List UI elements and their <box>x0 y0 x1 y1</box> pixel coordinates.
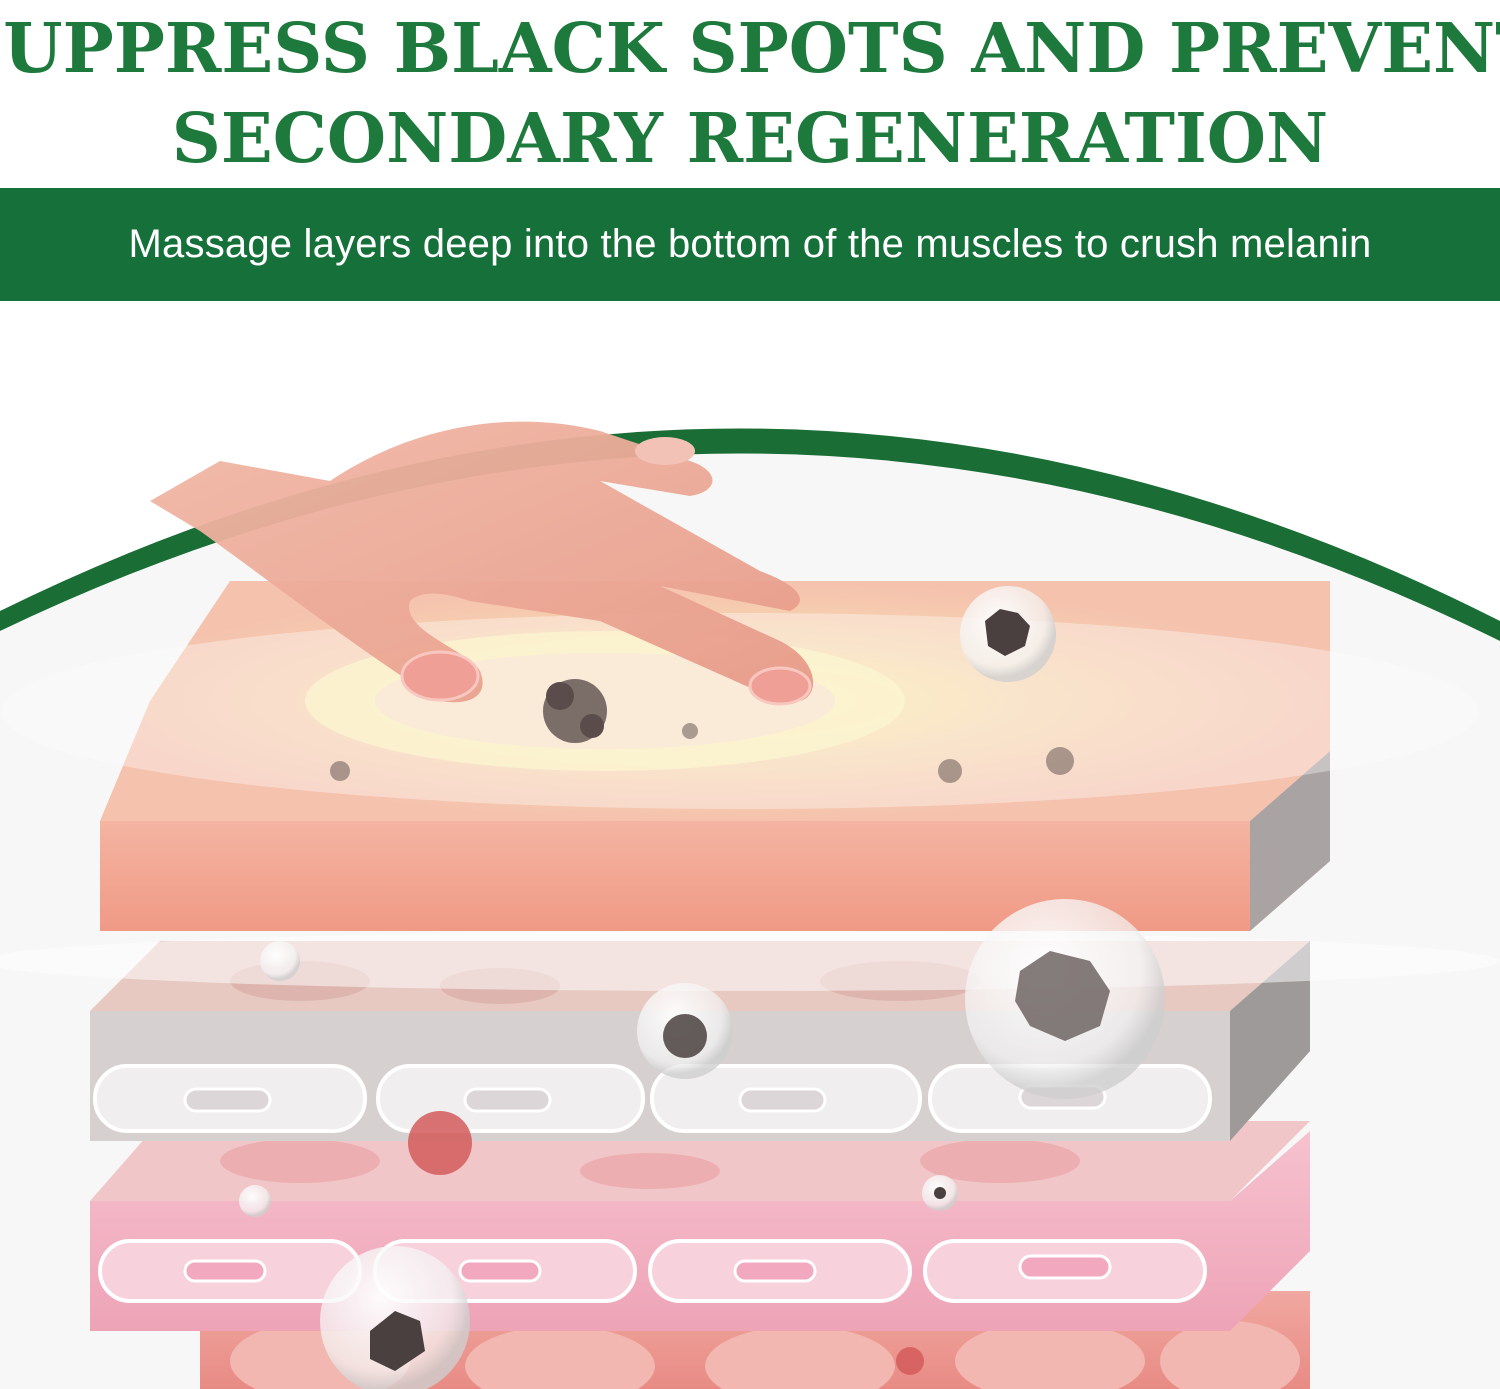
melanin-spot-icon <box>330 679 1074 783</box>
massage-ring <box>2 613 1478 809</box>
finger-icon <box>150 421 814 706</box>
pink-tissue-layer <box>90 1121 1310 1331</box>
skin-layers-illustration <box>0 301 1500 1389</box>
headline-line-1: SUPPRESS BLACK SPOTS AND PREVENT <box>0 9 1500 89</box>
subtitle-banner: Massage layers deep into the bottom of t… <box>0 188 1500 301</box>
banner-text: Massage layers deep into the bottom of t… <box>128 222 1372 266</box>
headline-line-2: SECONDARY REGENERATION <box>171 99 1329 179</box>
cell-icon <box>239 586 1165 1389</box>
headline: SUPPRESS BLACK SPOTS AND PREVENT SECONDA… <box>0 0 1500 188</box>
skin-layers-graphic <box>0 421 1500 1389</box>
